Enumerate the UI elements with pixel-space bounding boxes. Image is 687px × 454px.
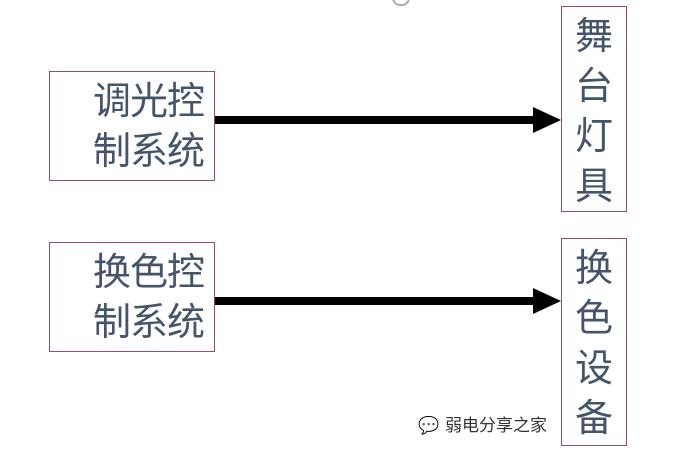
box-char: 具 [574,164,613,208]
wechat-icon: 💬 [418,416,440,436]
color-change-equipment-box: 换 色 设 备 [561,238,627,446]
box-char: 换 [574,246,613,290]
box-char: 设 [574,346,613,390]
color-change-control-system-box: 换色控 制系统 [49,242,215,352]
box-line: 制系统 [92,300,205,344]
arrow-1 [215,107,561,133]
arrow-2 [215,288,561,314]
watermark: 💬 弱电分享之家 [418,411,547,436]
box-char: 灯 [574,114,613,158]
box-line: 调光控 [92,79,205,123]
box-char: 舞 [574,14,613,58]
watermark-text: 弱电分享之家 [445,416,547,436]
dimming-control-system-box: 调光控 制系统 [49,71,215,181]
stage-lights-box: 舞 台 灯 具 [561,6,627,212]
box-line: 制系统 [92,129,205,173]
box-line: 换色控 [92,250,205,294]
clipped-text-fragment [392,0,410,6]
box-char: 备 [574,396,613,440]
box-char: 台 [574,64,613,108]
box-char: 色 [574,296,613,340]
